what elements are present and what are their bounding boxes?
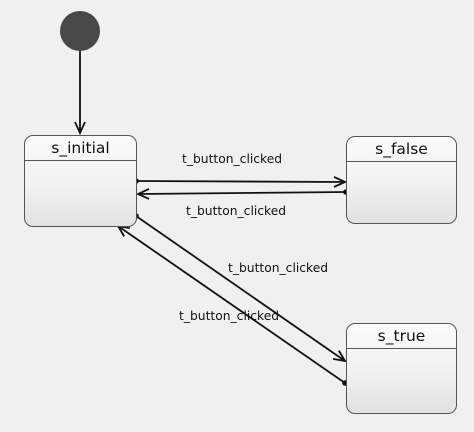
- transition-initial-to-false[interactable]: [133, 178, 345, 184]
- state-title: s_initial: [25, 136, 136, 161]
- transition-true-to-initial[interactable]: [118, 226, 348, 386]
- transition-label: t_button_clicked: [182, 152, 283, 166]
- transition-start-to-initial[interactable]: [77, 45, 83, 133]
- state-title: s_false: [347, 137, 456, 162]
- transition-label: t_button_clicked: [179, 309, 280, 323]
- transition-label: t_button_clicked: [228, 261, 329, 275]
- state-s-true[interactable]: s_true: [346, 323, 457, 414]
- transition-initial-to-true[interactable]: [133, 213, 345, 361]
- transition-false-to-initial[interactable]: [138, 189, 349, 195]
- state-s-false[interactable]: s_false: [346, 136, 457, 224]
- state-title: s_true: [347, 324, 456, 349]
- state-s-initial[interactable]: s_initial: [24, 135, 137, 227]
- initial-pseudostate[interactable]: [60, 11, 100, 51]
- transition-label: t_button_clicked: [186, 204, 287, 218]
